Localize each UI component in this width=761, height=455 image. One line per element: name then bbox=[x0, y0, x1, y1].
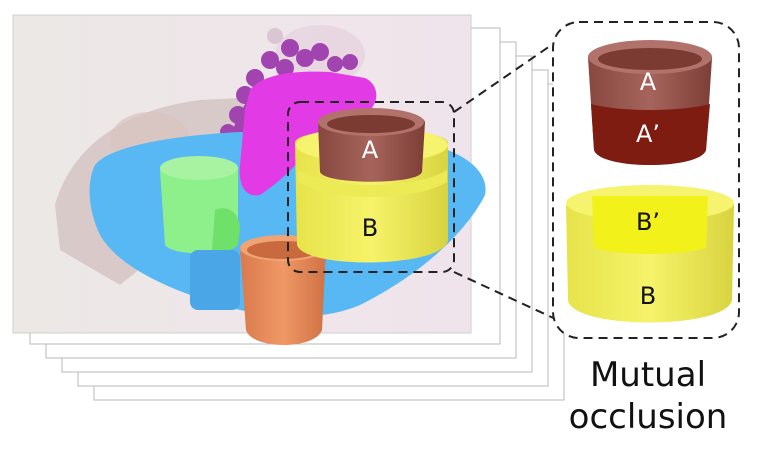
scene-label-b: B bbox=[362, 214, 378, 242]
caption-line-1: Mutual bbox=[590, 355, 706, 395]
fruit-mask bbox=[239, 71, 377, 196]
zoom-cup-a-inside bbox=[598, 48, 702, 70]
caption-line-2: occlusion bbox=[569, 397, 728, 437]
zoom-label-a-prime: A’ bbox=[636, 120, 660, 148]
zoom-bowl-b-occluded-part bbox=[592, 196, 708, 254]
green-cup-rim bbox=[160, 156, 238, 180]
zoom-label-b-prime: B’ bbox=[636, 208, 660, 236]
bowl-b-front-rim bbox=[298, 170, 447, 197]
zoom-label-a: A bbox=[640, 68, 657, 96]
tray-part-mask bbox=[190, 250, 240, 310]
cup-a-inside bbox=[327, 115, 415, 133]
zoom-panel: A A’ B’ B bbox=[552, 21, 740, 339]
zoom-connector-top bbox=[453, 34, 567, 113]
zoom-label-b: B bbox=[640, 282, 656, 310]
zoom-cup-a-occluded-part bbox=[591, 104, 710, 165]
orange-cup-mask bbox=[240, 236, 326, 345]
scene-image: A B bbox=[12, 14, 486, 345]
zoom-connector-bottom bbox=[453, 271, 563, 323]
scene-label-a: A bbox=[362, 136, 379, 164]
zoom-region-box bbox=[287, 101, 455, 273]
green-cup-shade bbox=[212, 208, 240, 253]
